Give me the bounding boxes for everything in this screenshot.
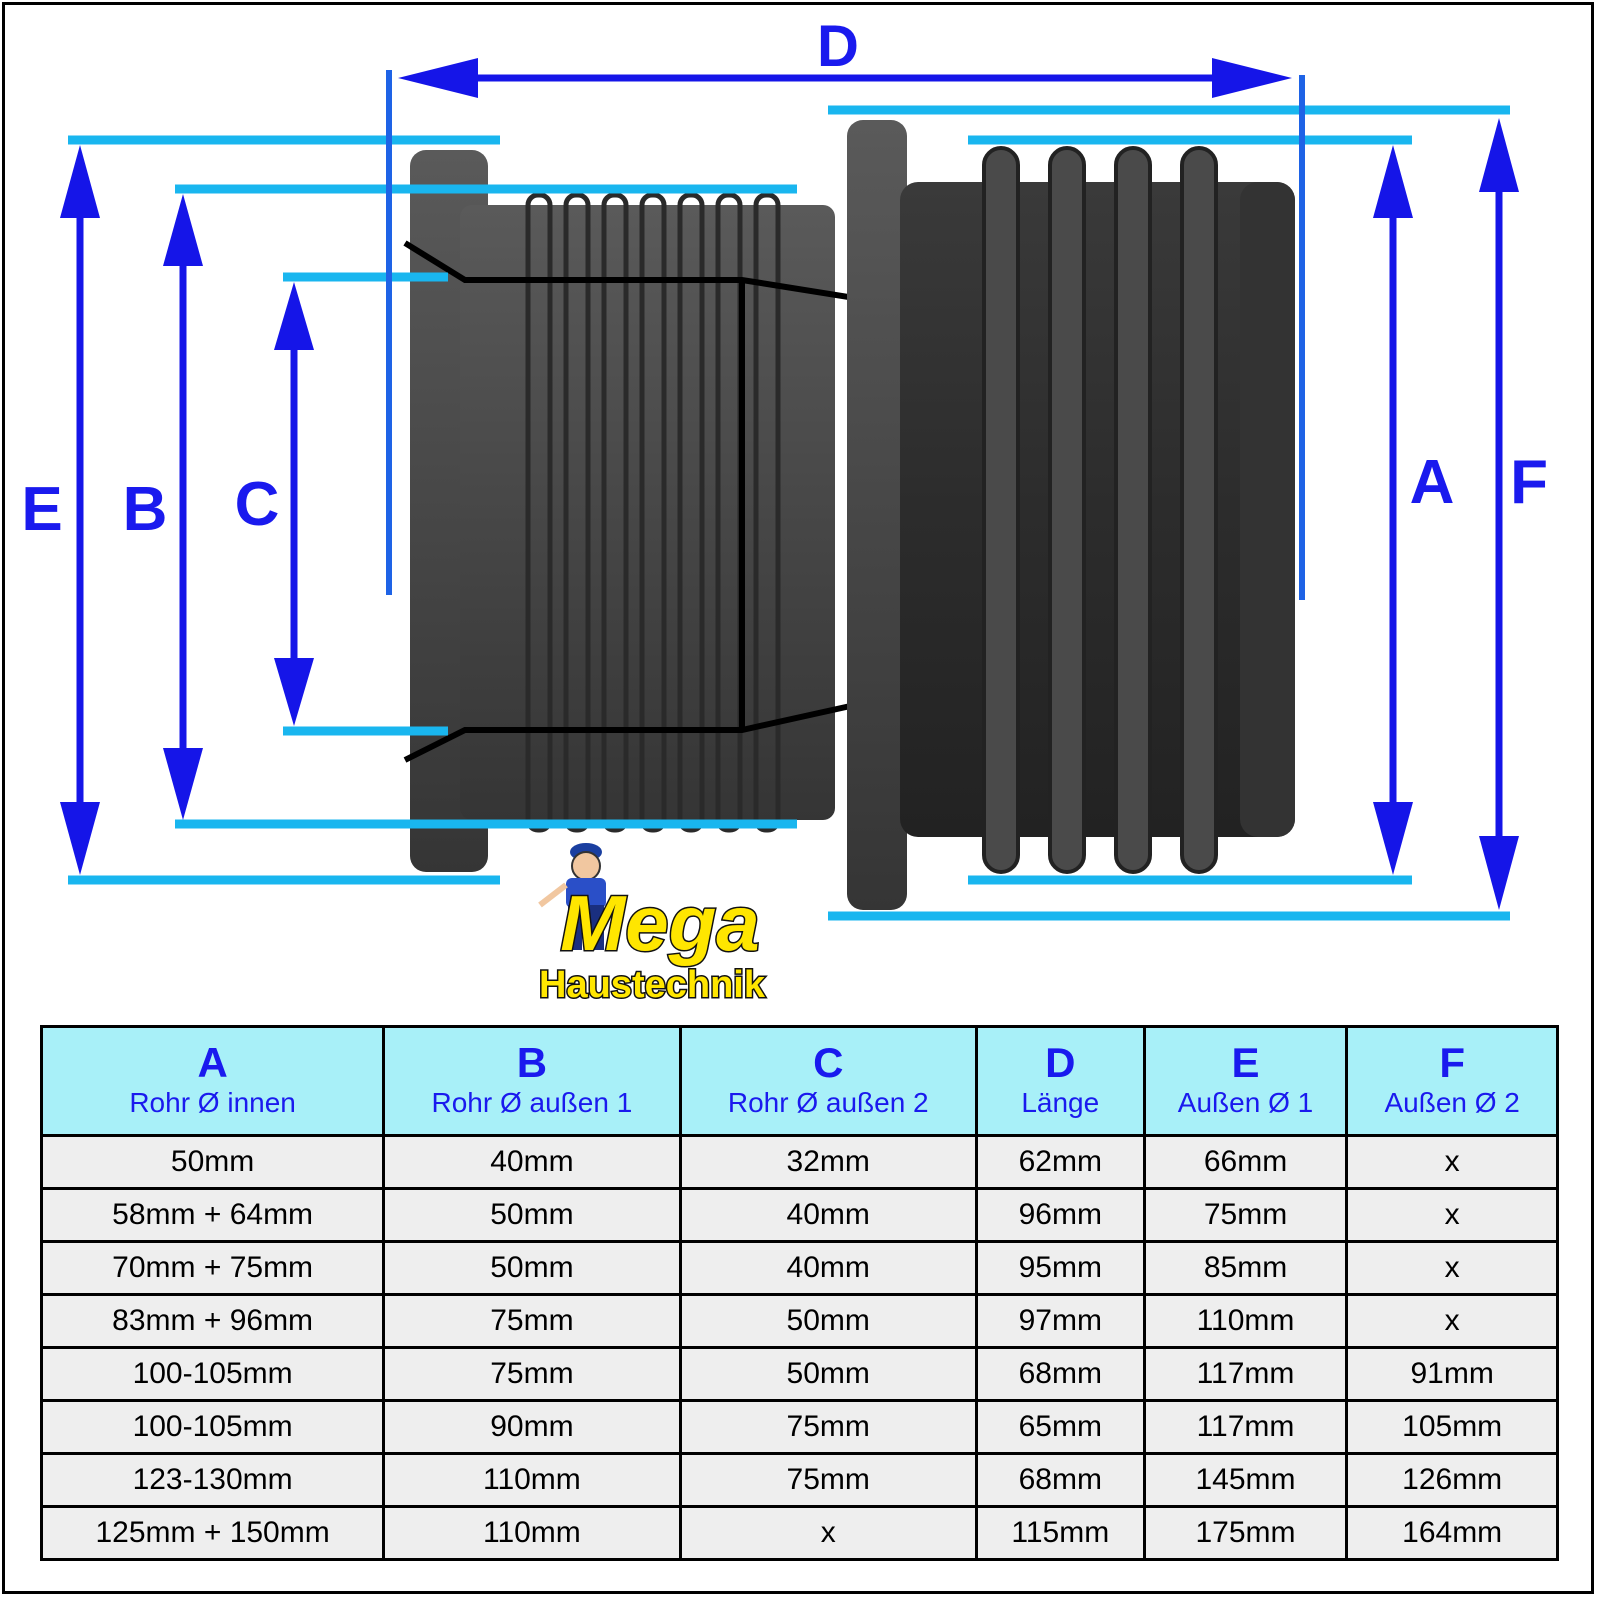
mega-haustechnik-logo: Mega Haustechnik [538, 843, 767, 1008]
pipe-fitting-drawing [403, 120, 1295, 910]
logo-haustechnik-text: Haustechnik [539, 964, 766, 1006]
table-cell: 117mm [1142, 1346, 1349, 1402]
table-cell: 117mm [1142, 1399, 1349, 1455]
label-e: E [21, 475, 62, 544]
label-d: D [817, 14, 859, 79]
table-cell: 175mm [1142, 1505, 1349, 1561]
table-cell: 40mm [678, 1240, 978, 1296]
table-cell: 40mm [678, 1187, 978, 1243]
center-flange [847, 120, 907, 910]
arrow-c [274, 282, 314, 726]
table-cell: 110mm [382, 1505, 682, 1561]
arrow-e [60, 145, 100, 875]
table-cell: 50mm [678, 1293, 978, 1349]
arrow-f [1479, 118, 1519, 910]
table-cell: 123-130mm [39, 1452, 386, 1508]
mascot-icon [538, 843, 606, 950]
table-cell: 50mm [678, 1346, 978, 1402]
table-cell: 75mm [678, 1452, 978, 1508]
table-cell: 50mm [382, 1187, 682, 1243]
table-cell: x [1345, 1134, 1559, 1190]
table-cell: 105mm [1345, 1399, 1559, 1455]
table-row: 50mm 40mm 32mm 62mm 66mm x [39, 1134, 1559, 1190]
table-cell: 32mm [678, 1134, 978, 1190]
right-body [900, 182, 1295, 837]
table-cell: x [1345, 1240, 1559, 1296]
label-c: C [235, 470, 280, 539]
table-row: 123-130mm 110mm 75mm 68mm 145mm 126mm [39, 1452, 1559, 1508]
table-cell: 110mm [1142, 1293, 1349, 1349]
table-row: 83mm + 96mm 75mm 50mm 97mm 110mm x [39, 1293, 1559, 1349]
table-cell: 83mm + 96mm [39, 1293, 386, 1349]
label-b: B [123, 475, 168, 544]
table-cell: 68mm [974, 1452, 1146, 1508]
table-cell: 95mm [974, 1240, 1146, 1296]
dimension-arrows [60, 58, 1519, 910]
table-cell: 125mm + 150mm [39, 1505, 386, 1561]
guide-lines [68, 105, 1510, 921]
table-cell: 40mm [382, 1134, 682, 1190]
table-cell: 50mm [382, 1240, 682, 1296]
arrow-b [163, 194, 203, 820]
table-cell: 66mm [1142, 1134, 1349, 1190]
table-cell: 91mm [1345, 1346, 1559, 1402]
arrow-d [398, 58, 1292, 98]
table-cell: x [1345, 1187, 1559, 1243]
table-cell: 110mm [382, 1452, 682, 1508]
length-extension-lines [386, 70, 1305, 600]
table-cell: 75mm [1142, 1187, 1349, 1243]
table-cell: x [678, 1505, 978, 1561]
table-cell: 75mm [382, 1346, 682, 1402]
table-row: 100-105mm 90mm 75mm 65mm 117mm 105mm [39, 1399, 1559, 1455]
right-lamellae [982, 146, 1218, 874]
table-cell: 70mm + 75mm [39, 1240, 386, 1296]
right-end-cap [1240, 182, 1295, 837]
left-ribs [525, 192, 781, 833]
table-cell: 65mm [974, 1399, 1146, 1455]
logo-mega-text: Mega [560, 879, 759, 967]
table-cell: 100-105mm [39, 1399, 386, 1455]
table-row: 70mm + 75mm 50mm 40mm 95mm 85mm x [39, 1240, 1559, 1296]
table-cell: 85mm [1142, 1240, 1349, 1296]
table-cell: 164mm [1345, 1505, 1559, 1561]
table-cell: 75mm [678, 1399, 978, 1455]
table-cell: 145mm [1142, 1452, 1349, 1508]
table-row: 58mm + 64mm 50mm 40mm 96mm 75mm x [39, 1187, 1559, 1243]
table-cell: 97mm [974, 1293, 1146, 1349]
table-cell: 100-105mm [39, 1346, 386, 1402]
table-cell: 75mm [382, 1293, 682, 1349]
table-row: 100-105mm 75mm 50mm 68mm 117mm 91mm [39, 1346, 1559, 1402]
label-f: F [1510, 448, 1548, 517]
table-cell: 62mm [974, 1134, 1146, 1190]
arrow-a [1373, 145, 1413, 875]
table-cell: x [1345, 1293, 1559, 1349]
table-cell: 68mm [974, 1346, 1146, 1402]
table-cell: 58mm + 64mm [39, 1187, 386, 1243]
table-cell: 50mm [39, 1134, 386, 1190]
table-cell: 96mm [974, 1187, 1146, 1243]
table-cell: 126mm [1345, 1452, 1559, 1508]
fitting-dimension-diagram: D E B C A F Mega Haustechnik [21, 14, 1548, 1008]
table-cell: 115mm [974, 1505, 1146, 1561]
label-a: A [1410, 448, 1455, 517]
table-row: 125mm + 150mm 110mm x 115mm 175mm 164mm [39, 1505, 1559, 1561]
table-cell: 90mm [382, 1399, 682, 1455]
